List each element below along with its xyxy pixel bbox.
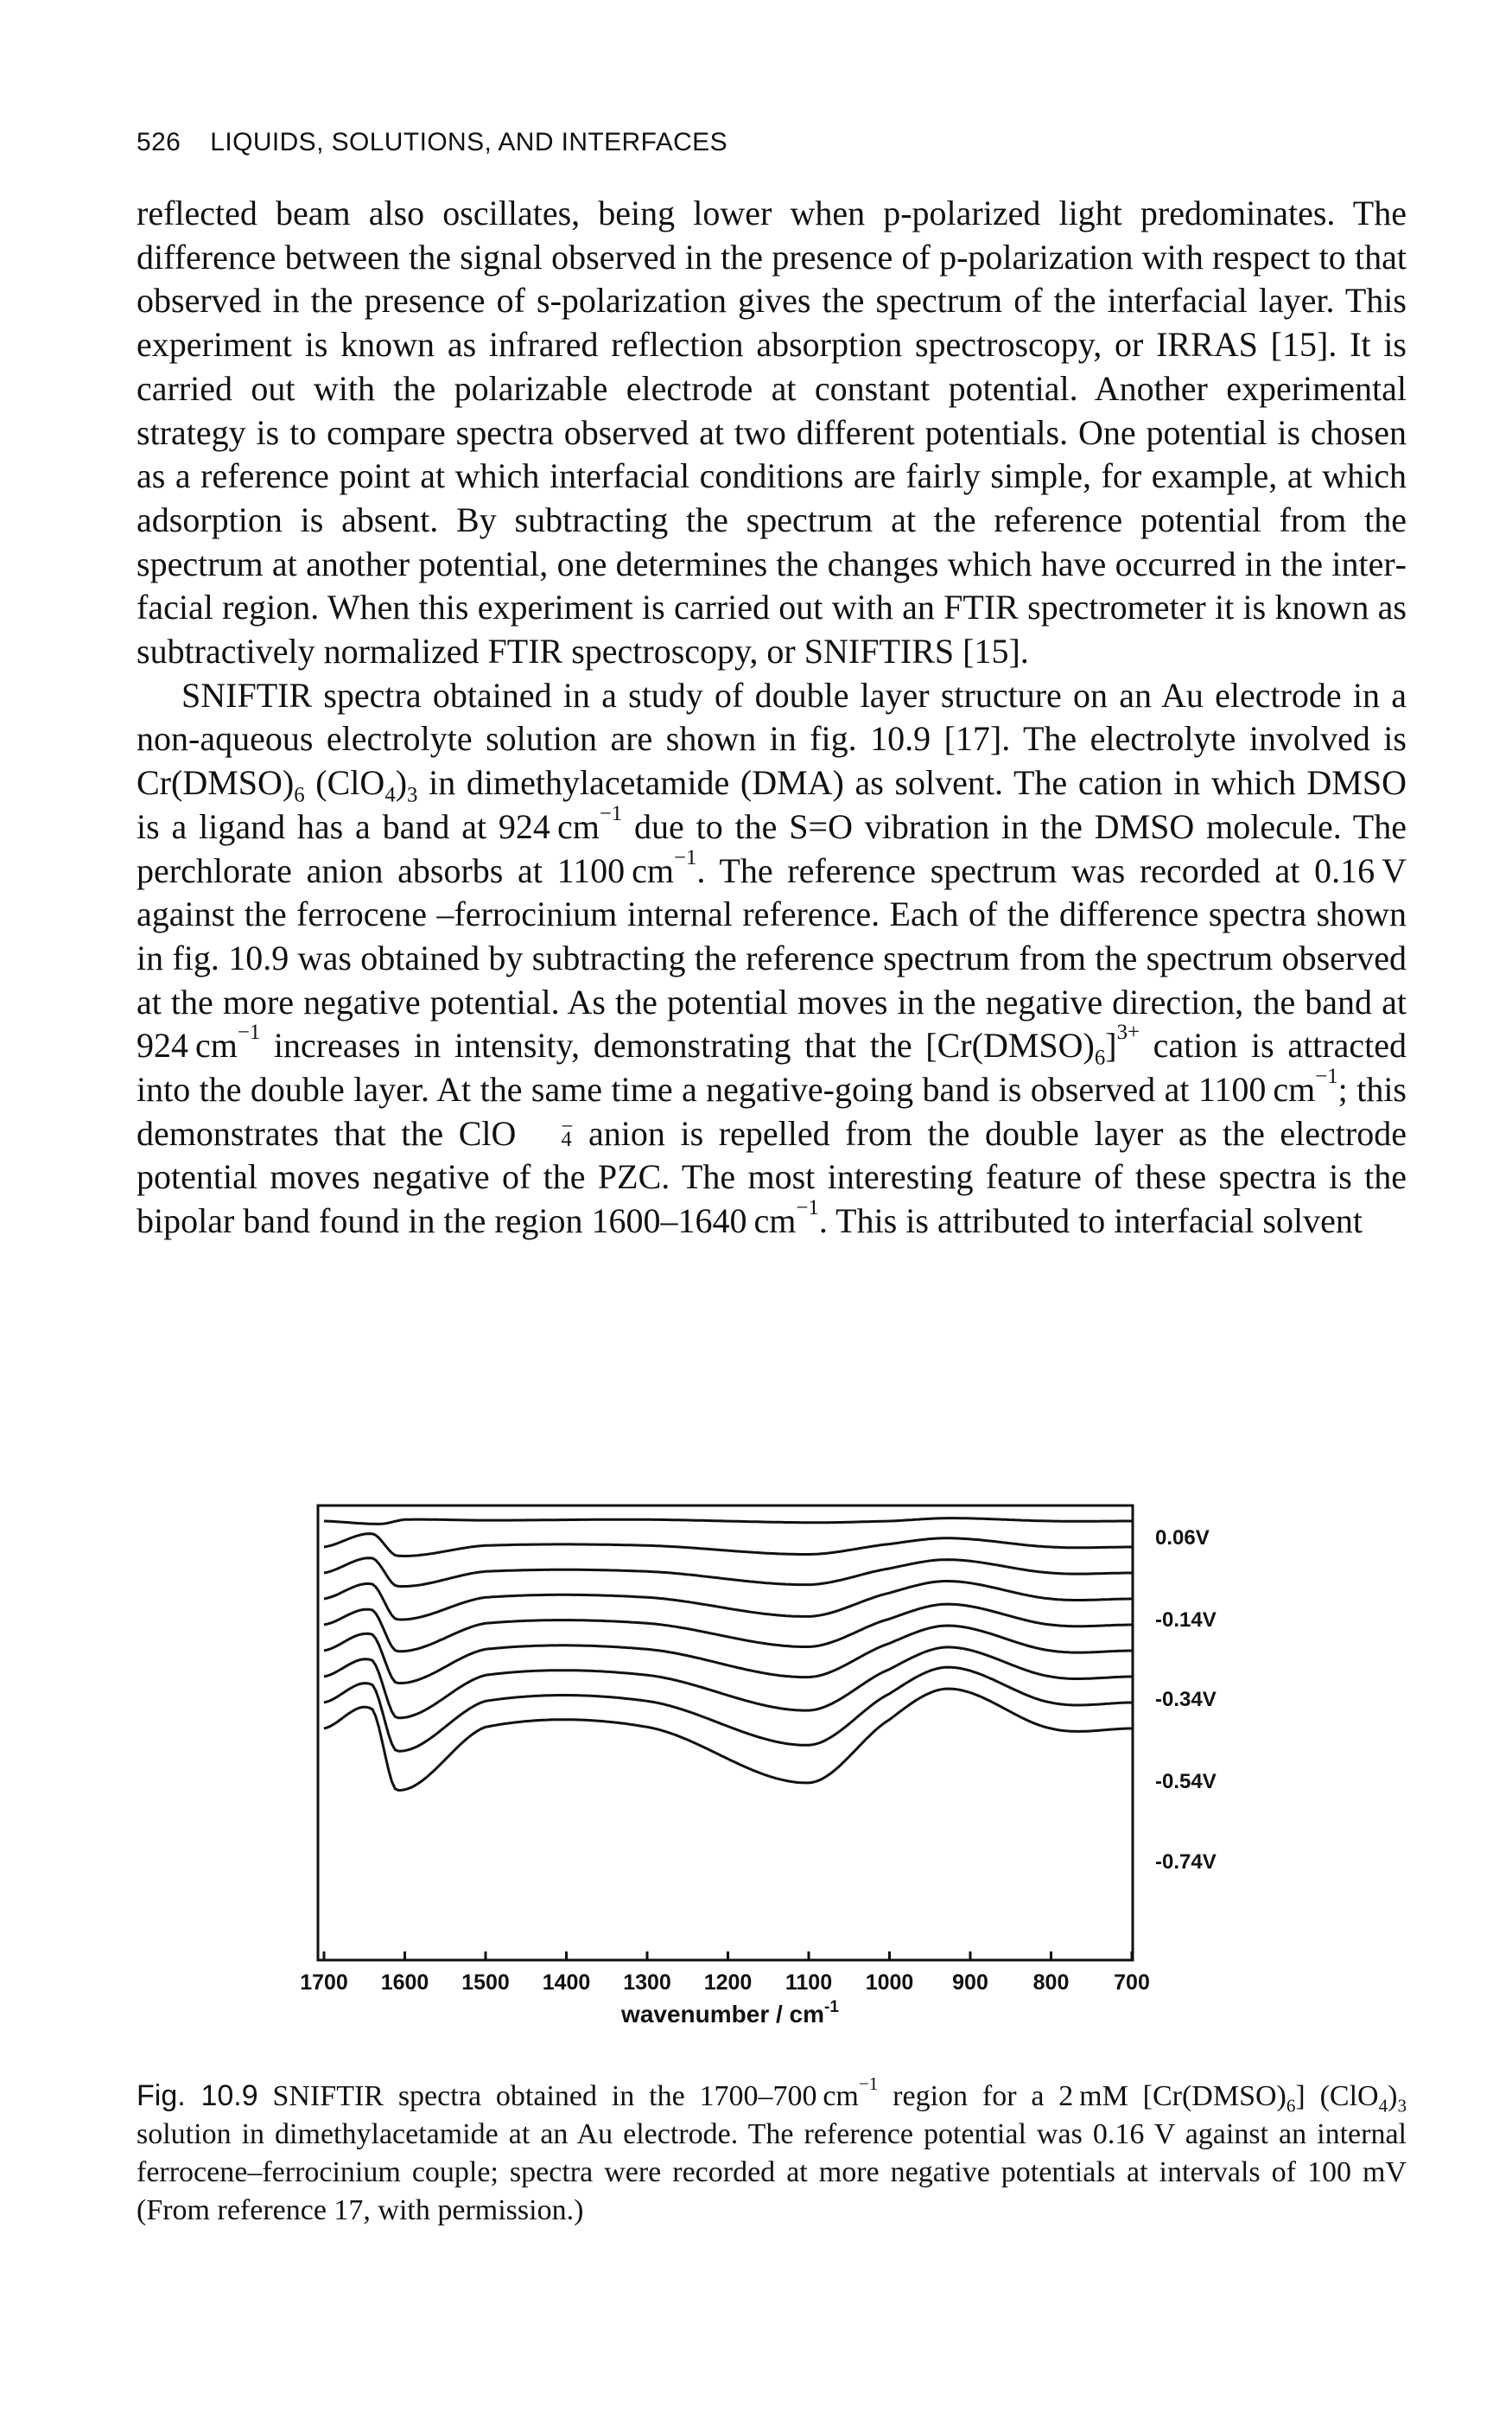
running-title: LIQUIDS, SOLUTIONS, AND INTERFACES xyxy=(210,128,727,156)
plot-frame xyxy=(316,1504,1134,1962)
series-labels: 0.06V -0.14V -0.34V -0.54V -0.74V xyxy=(1155,1526,1217,1874)
x-tick-label: 1200 xyxy=(704,1970,753,1995)
spectrum-curve-6 xyxy=(323,1624,1132,1684)
text-run: ) xyxy=(395,763,408,803)
text-run: due to the S=O vibration in the DMSO mol… xyxy=(137,806,1407,890)
text-run: . The reference spectrum was recorded at… xyxy=(137,850,1407,1066)
perchlorate-charge: −4 xyxy=(516,1115,574,1151)
x-axis-label-text: wavenumber / cm xyxy=(620,2001,824,2028)
text-run: in dimethylacetamide (DMA) as sol­vent. … xyxy=(137,763,1407,846)
paragraph-sniftir: SNIFTIR spectra obtained in a study of d… xyxy=(137,674,1407,1244)
subscript: 3 xyxy=(1397,2095,1407,2117)
spectrum-curve-7 xyxy=(323,1646,1132,1720)
spectrum-curve-9 xyxy=(323,1687,1132,1792)
x-axis-tick-labels: 1700 1600 1500 1400 1300 1200 1100 1000 900 800 70… xyxy=(300,1970,1150,1995)
x-axis-label: wavenumber / cm-1 xyxy=(620,1998,839,2028)
text-run: cation is attracted into the double laye… xyxy=(137,1026,1407,1110)
x-axis-label-sup: -1 xyxy=(824,1998,839,2016)
caption-run: ] (ClO xyxy=(1295,2080,1379,2112)
caption-run: region for a 2 mM [Cr(DMSO) xyxy=(878,2080,1286,2112)
text-run: ; this demonstrates that the ClO xyxy=(137,1070,1407,1153)
superscript: −1 xyxy=(796,1196,819,1220)
running-head: 526 LIQUIDS, SOLUTIONS, AND INTERFACES xyxy=(137,128,727,157)
x-tick-label: 800 xyxy=(1033,1970,1070,1995)
caption-run: solution in dimethylacetamide at an Au e… xyxy=(137,2118,1407,2226)
superscript: −1 xyxy=(237,1021,261,1045)
x-tick-label: 700 xyxy=(1114,1970,1150,1995)
subscript: 4 xyxy=(384,783,396,807)
subscript: 6 xyxy=(1286,2095,1296,2117)
spectrum-curve-3 xyxy=(323,1556,1132,1588)
x-axis-ticks xyxy=(322,1951,1134,1960)
series-label: -0.34V xyxy=(1155,1688,1217,1711)
figure-10-9: 1700 1600 1500 1400 1300 1200 1100 1000 900 800 70… xyxy=(281,1480,1248,2050)
spectrum-curve-8 xyxy=(323,1665,1132,1753)
series-label: -0.14V xyxy=(1155,1608,1217,1632)
subscript: 4 xyxy=(561,1128,572,1151)
body-text: reflected beam also oscillates, being lo… xyxy=(137,192,1407,1244)
text-run: anion is repelled from the double layer … xyxy=(137,1113,1407,1241)
x-tick-label: 1400 xyxy=(543,1970,591,1995)
superscript: −1 xyxy=(674,845,697,869)
caption-run: ) xyxy=(1388,2080,1398,2112)
subscript: 4 xyxy=(1378,2095,1388,2117)
page-number: 526 xyxy=(137,128,181,156)
superscript: −1 xyxy=(599,801,623,825)
series-label: 0.06V xyxy=(1155,1526,1210,1550)
subscript: 6 xyxy=(294,783,305,807)
x-tick-label: 1600 xyxy=(381,1970,429,1995)
spectrum-curve-5 xyxy=(323,1602,1132,1653)
sniftir-spectra-chart: 1700 1600 1500 1400 1300 1200 1100 1000 900 800 70… xyxy=(300,1504,1217,2028)
text-run: increases in intensity, demonstrating th… xyxy=(260,1026,1095,1066)
subscript: 6 xyxy=(1094,1047,1106,1071)
spectrum-curve-4 xyxy=(323,1580,1132,1621)
paragraph-irras: reflected beam also oscillates, being lo… xyxy=(137,194,1407,672)
text-run: ] xyxy=(1105,1026,1117,1066)
series-label: -0.54V xyxy=(1155,1770,1217,1793)
x-tick-label: 1000 xyxy=(866,1970,914,1995)
text-run: SNIFTIR spectra obtained in a study of d… xyxy=(137,675,1407,803)
caption-run: SNIFTIR spectra obtained in the 1700–700… xyxy=(257,2080,859,2112)
superscript: −1 xyxy=(1315,1064,1338,1088)
spectrum-curve-1 xyxy=(323,1517,1132,1525)
superscript: −1 xyxy=(858,2073,879,2095)
subscript: 3 xyxy=(407,783,418,807)
x-tick-label: 1500 xyxy=(461,1970,510,1995)
x-tick-label: 1700 xyxy=(300,1970,348,1995)
text-run: (ClO xyxy=(304,763,385,803)
superscript: − xyxy=(561,1115,574,1139)
figure-caption: Fig. 10.9 SNIFTIR spectra obtained in th… xyxy=(137,2075,1407,2230)
series-label: -0.74V xyxy=(1155,1850,1217,1874)
x-tick-label: 1100 xyxy=(785,1970,832,1995)
x-tick-label: 900 xyxy=(952,1970,988,1995)
figure-label: Fig. 10.9 xyxy=(137,2079,258,2112)
spectrum-curve-2 xyxy=(323,1532,1132,1558)
superscript: 3+ xyxy=(1116,1021,1140,1045)
spectra-curves xyxy=(323,1517,1132,1792)
text-run: . This is attributed to interfacial solv… xyxy=(818,1201,1363,1241)
x-tick-label: 1300 xyxy=(623,1970,671,1995)
